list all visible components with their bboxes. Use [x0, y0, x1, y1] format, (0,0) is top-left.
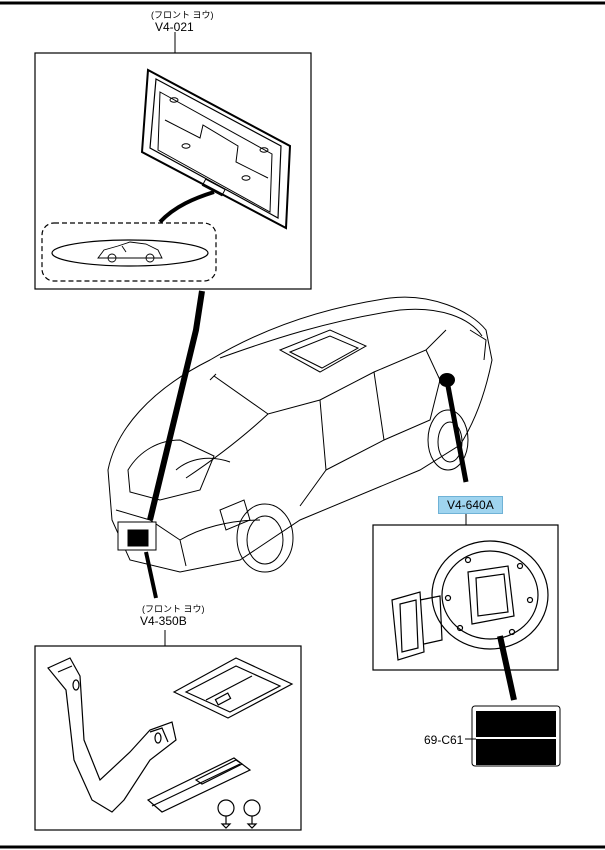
- badge-plate-upper: [476, 711, 556, 737]
- front-plate-sub-label: (フロント ヨウ): [151, 10, 214, 20]
- car-silhouette-inset: [97, 241, 163, 263]
- badge-code-label[interactable]: 69-C61: [424, 733, 464, 747]
- fuel-lid-marker: [439, 373, 455, 387]
- fuel-lid-code-label[interactable]: V4-640A: [438, 496, 503, 514]
- fuel-lid-box: [372, 524, 559, 701]
- front-plate-box: [34, 32, 312, 290]
- front-plate-code-label[interactable]: V4-021: [155, 20, 194, 34]
- rear-parts-box: [34, 630, 302, 831]
- rear-parts-code-label[interactable]: V4-350B: [140, 614, 187, 628]
- car-drawing: [107, 296, 493, 573]
- badge-plate-lower: [476, 739, 556, 765]
- rear-parts-sub-label: (フロント ヨウ): [142, 604, 205, 614]
- plate-frame-part: [140, 68, 292, 230]
